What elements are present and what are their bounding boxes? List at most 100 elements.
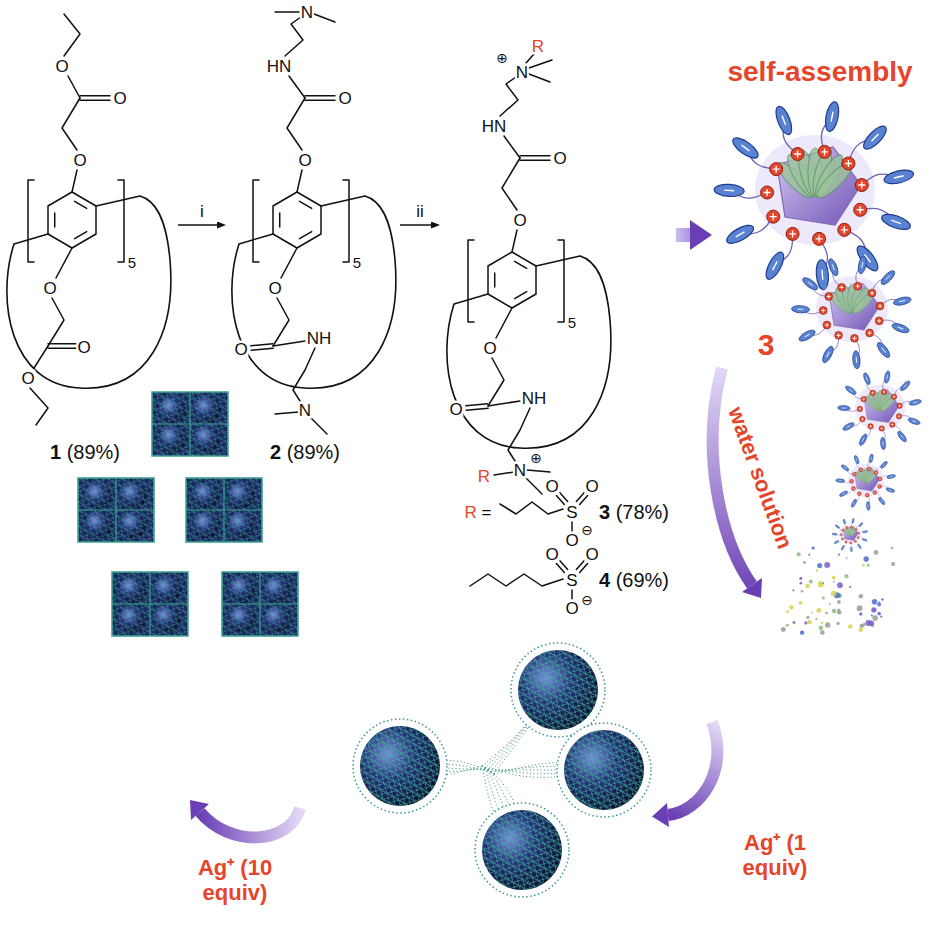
anion-bead — [907, 417, 921, 426]
anion-ellipse — [797, 328, 816, 343]
cation-bead — [881, 389, 886, 394]
dissolved-particle — [832, 609, 837, 614]
cation-bead — [896, 413, 901, 418]
atom-label: O — [297, 152, 312, 169]
anion-ellipse — [878, 496, 886, 505]
atom-label: O — [564, 532, 579, 549]
anion-ellipse — [823, 101, 841, 133]
bond-line — [287, 98, 305, 150]
text-holder: N — [300, 4, 314, 21]
cation-bead — [891, 394, 896, 399]
bond-line — [118, 180, 124, 262]
anion-ellipse — [791, 305, 809, 313]
bond-line — [470, 574, 563, 586]
bond-line — [54, 213, 56, 227]
plus-mark — [821, 308, 825, 312]
cavity-cone — [829, 283, 879, 330]
anion-ellipse — [852, 351, 861, 370]
sphere-halo — [557, 723, 651, 817]
dissolved-particle — [808, 554, 810, 556]
cube-mesh — [186, 478, 262, 542]
text-holder: O — [544, 478, 559, 495]
text-holder: 5 — [567, 315, 577, 330]
assembly-figure — [714, 101, 915, 290]
atom-label: HN — [266, 58, 293, 75]
atom-label: O — [72, 152, 87, 169]
dissolved-particle — [824, 562, 830, 568]
dissolved-particle — [837, 622, 840, 625]
text-holder: 4 (69%) — [597, 570, 671, 590]
anion-ellipse — [896, 430, 908, 443]
anion-ellipse — [868, 454, 873, 464]
minus-mark — [852, 520, 853, 522]
text-holder: O — [584, 478, 599, 495]
atom-label: O — [54, 58, 69, 75]
atom-label: O — [584, 546, 599, 563]
bond-line — [502, 158, 520, 210]
dissolved-particle — [833, 581, 835, 583]
minus-mark — [866, 377, 868, 381]
bond-line — [343, 180, 349, 262]
minus-mark — [862, 438, 864, 442]
bond-line — [515, 261, 527, 268]
cation-bead — [854, 540, 856, 542]
substituent-label: R — [531, 38, 545, 55]
minus-mark — [890, 476, 893, 478]
cation-bead — [875, 317, 883, 325]
text-holder: i — [198, 203, 206, 220]
plus-mark — [841, 226, 848, 233]
bond-line — [454, 294, 488, 304]
atom-label: NH — [306, 330, 333, 347]
anion-ellipse — [885, 487, 895, 493]
minus-mark — [847, 425, 851, 427]
anion-bead — [850, 498, 857, 508]
minus-mark — [912, 421, 916, 422]
bond-line — [488, 358, 504, 406]
macrocycle-loop — [447, 256, 611, 448]
anion-bead — [879, 269, 897, 287]
dissolved-particle — [829, 603, 831, 605]
anion-ellipse — [724, 222, 756, 247]
cation-bead — [874, 471, 878, 475]
anion-bead — [797, 328, 816, 343]
minus-mark — [901, 435, 904, 438]
plus-mark — [867, 331, 871, 335]
plus-mark — [851, 480, 853, 482]
condition-label: water solution — [724, 404, 796, 552]
dissolved-particle — [816, 608, 821, 613]
cation-bead — [857, 406, 862, 411]
minus-mark — [839, 480, 842, 481]
dissolved-particle — [818, 582, 824, 588]
dissolved-particle — [871, 615, 873, 617]
dissolved-particle — [863, 623, 866, 626]
text-holder: O — [20, 370, 35, 387]
bond-line — [468, 240, 474, 322]
cation-bead — [879, 426, 884, 431]
anion-ellipse — [880, 211, 912, 232]
cation-bead — [842, 157, 855, 170]
anion-bead — [835, 524, 841, 529]
bond-line — [75, 201, 87, 208]
plus-mark — [821, 148, 828, 155]
minus-mark — [894, 176, 904, 178]
double-bond — [251, 348, 273, 350]
bond-line — [571, 590, 573, 599]
atom-label: O — [482, 340, 497, 357]
anion-ellipse — [857, 544, 862, 550]
dissolved-particle — [805, 584, 810, 589]
anion-bead — [821, 345, 836, 364]
anion-ellipse — [835, 524, 841, 529]
bond-line — [508, 408, 530, 461]
cube-mesh — [78, 478, 154, 542]
plus-mark — [898, 404, 901, 407]
cation-bead — [868, 424, 873, 429]
process-arrow — [676, 228, 690, 242]
cation-bead — [859, 468, 863, 472]
plus-mark — [852, 487, 854, 489]
plus-mark — [842, 538, 843, 539]
bond-line — [253, 180, 259, 262]
minus-mark — [844, 521, 846, 523]
anion-bead — [773, 104, 795, 136]
bond-line — [515, 292, 527, 299]
bond-line — [273, 298, 289, 346]
